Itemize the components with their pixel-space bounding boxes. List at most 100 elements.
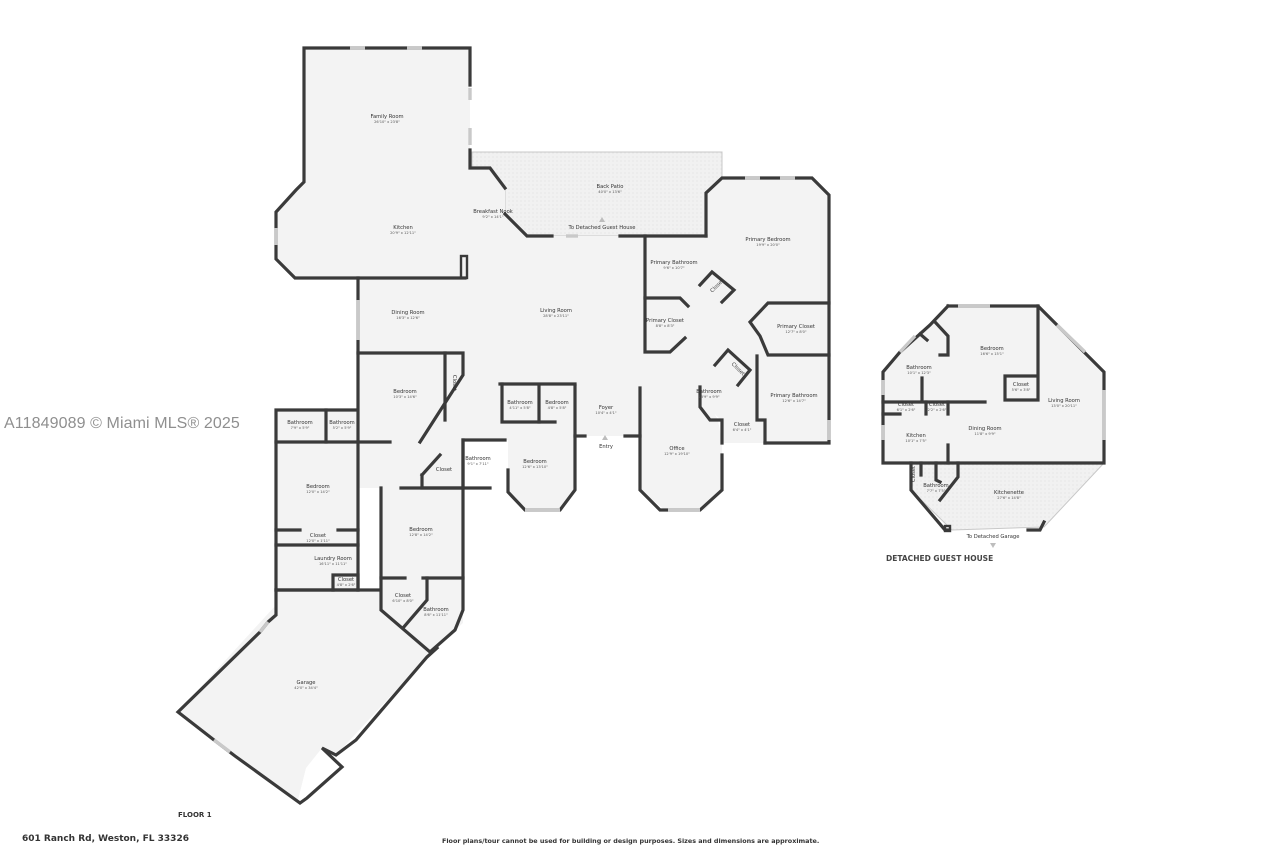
svg-text:Closet: Closet: [929, 402, 945, 408]
svg-text:28'8" x 23'11": 28'8" x 23'11": [543, 314, 569, 318]
svg-text:10'1" x 7'5": 10'1" x 7'5": [905, 439, 926, 443]
wall-bedroom-west: [356, 351, 465, 445]
svg-text:4'11" x 5'8": 4'11" x 5'8": [509, 406, 530, 410]
svg-text:Bathroom: Bathroom: [465, 456, 490, 462]
guest-counter: [1026, 519, 1047, 532]
svg-text:Primary Bedroom: Primary Bedroom: [745, 237, 790, 243]
wall-small-baths-2: [500, 382, 557, 424]
svg-text:To Detached Garage: To Detached Garage: [966, 534, 1020, 540]
guest-house: Bedroom 16'6" x 15'1" Bathroom 10'1" x 1…: [881, 303, 1106, 548]
svg-text:16'3" x 12'6": 16'3" x 12'6": [396, 316, 420, 320]
mls-watermark: A11849089 © Miami MLS® 2025: [4, 415, 240, 432]
svg-text:13'9" x 9'9": 13'9" x 9'9": [698, 395, 719, 399]
svg-text:8'8" x 8'3": 8'8" x 8'3": [656, 324, 675, 328]
svg-text:9'6" x 10'7": 9'6" x 10'7": [663, 266, 684, 270]
svg-text:Kitchen: Kitchen: [393, 225, 413, 231]
svg-text:12'6" x 13'10": 12'6" x 13'10": [522, 465, 548, 469]
svg-text:Closet: Closet: [310, 533, 326, 539]
svg-text:5'6" x 3'8": 5'6" x 3'8": [1012, 388, 1031, 392]
svg-text:Bathroom: Bathroom: [423, 607, 448, 613]
guest-house-label: DETACHED GUEST HOUSE: [886, 554, 994, 563]
room-labels-guest: Bedroom 16'6" x 15'1" Bathroom 10'1" x 1…: [897, 346, 1080, 540]
svg-text:Garage: Garage: [297, 680, 316, 686]
svg-text:Dining Room: Dining Room: [968, 426, 1001, 432]
guest-bath-wall2: [917, 331, 930, 343]
wall-primary-closet2: [747, 301, 831, 357]
svg-text:Primary Closet: Primary Closet: [646, 318, 684, 324]
window: [1055, 323, 1087, 354]
window: [898, 334, 917, 354]
svg-text:Closet: Closet: [338, 577, 354, 583]
svg-text:9'2" x 14'1": 9'2" x 14'1": [482, 215, 503, 219]
svg-text:6'1" x 2'6": 6'1" x 2'6": [897, 408, 916, 412]
room-family-room-label: Family Room: [370, 114, 403, 120]
main-floor: [276, 48, 829, 652]
svg-text:To Detached Guest House: To Detached Guest House: [568, 225, 636, 231]
main-house: Family Room 26'10" x 23'8" Kitchen 20'9"…: [175, 46, 831, 805]
svg-text:Breakfast Nook: Breakfast Nook: [473, 209, 513, 215]
svg-text:8'6" x 11'11": 8'6" x 11'11": [424, 613, 448, 617]
svg-text:Bathroom: Bathroom: [696, 389, 721, 395]
wall-laundry-closet: [331, 573, 360, 592]
svg-text:Primary Bathroom: Primary Bathroom: [770, 393, 817, 399]
svg-text:16'6" x 15'1": 16'6" x 15'1": [980, 352, 1004, 356]
kitchen-pillar: [459, 254, 469, 280]
guest-closets: [881, 400, 950, 416]
svg-text:Closet: Closet: [911, 466, 917, 482]
svg-text:Foyer: Foyer: [599, 405, 614, 411]
svg-text:20'9" x 12'11": 20'9" x 12'11": [390, 231, 416, 235]
svg-text:Back Patio: Back Patio: [597, 184, 624, 190]
svg-text:Bedroom: Bedroom: [523, 459, 546, 465]
svg-text:19'9" x 20'0": 19'9" x 20'0": [756, 243, 780, 247]
svg-text:7'7" x 7'5": 7'7" x 7'5": [927, 489, 946, 493]
svg-text:Bedroom: Bedroom: [393, 389, 416, 395]
svg-text:6'10" x 8'0": 6'10" x 8'0": [392, 599, 413, 603]
svg-text:42'0" x 34'4": 42'0" x 34'4": [294, 686, 318, 690]
svg-text:Closet: Closet: [734, 422, 750, 428]
window: [258, 620, 270, 634]
svg-text:12'0" x 1'11": 12'0" x 1'11": [306, 539, 330, 543]
wall-bedroom-closet: [697, 269, 737, 305]
svg-text:4'8" x 5'8": 4'8" x 5'8": [548, 406, 567, 410]
svg-text:Bathroom: Bathroom: [287, 420, 312, 426]
svg-text:13'0" x 20'11": 13'0" x 20'11": [1051, 404, 1077, 408]
svg-text:10'4" x 4'1": 10'4" x 4'1": [595, 411, 616, 415]
svg-text:12'6" x 14'7": 12'6" x 14'7": [782, 399, 806, 403]
entry-marker-icon: [602, 435, 608, 440]
wall-primary-west: [643, 234, 688, 354]
svg-text:Closet: Closet: [395, 593, 411, 599]
svg-text:10'1" x 12'3": 10'1" x 12'3": [907, 371, 931, 375]
svg-text:Dining Room: Dining Room: [391, 310, 424, 316]
svg-text:12'7" x 8'0": 12'7" x 8'0": [785, 330, 806, 334]
svg-text:Laundry Room: Laundry Room: [314, 556, 352, 562]
svg-text:Bedroom: Bedroom: [545, 400, 568, 406]
guest-kitchenette-inner3: [937, 461, 960, 503]
guest-bedroom-east: [1003, 304, 1040, 402]
svg-text:12'8" x 14'2": 12'8" x 14'2": [409, 533, 433, 537]
svg-text:5'2" x 5'9": 5'2" x 5'9": [333, 426, 352, 430]
svg-text:Bedroom: Bedroom: [980, 346, 1003, 352]
svg-text:Bedroom: Bedroom: [409, 527, 432, 533]
garage-marker-icon: [990, 543, 996, 548]
svg-text:Bathroom: Bathroom: [923, 483, 948, 489]
svg-text:Entry: Entry: [599, 444, 613, 450]
svg-text:Closet: Closet: [451, 375, 457, 391]
guest-floor: [883, 306, 1104, 463]
svg-text:Primary Closet: Primary Closet: [777, 324, 815, 330]
guest-post: [943, 524, 952, 533]
svg-text:Bedroom: Bedroom: [306, 484, 329, 490]
svg-text:Kitchenette: Kitchenette: [994, 490, 1024, 496]
svg-text:10'3" x 14'6": 10'3" x 14'6": [393, 395, 417, 399]
wall-closet-bath-divider: [400, 576, 429, 631]
wall-bath-e: [755, 354, 767, 445]
wall-closet-diag: [712, 347, 753, 388]
svg-text:9'1" x 7'11": 9'1" x 7'11": [467, 462, 488, 466]
office-floor: [640, 387, 722, 510]
svg-text:Closet: Closet: [436, 467, 452, 473]
svg-text:Primary Bathroom: Primary Bathroom: [650, 260, 697, 266]
garage-floor: [178, 590, 430, 800]
svg-text:Closet: Closet: [1013, 382, 1029, 388]
svg-text:4'8" x 2'6": 4'8" x 2'6": [337, 583, 356, 587]
floor-label: FLOOR 1: [178, 811, 212, 819]
